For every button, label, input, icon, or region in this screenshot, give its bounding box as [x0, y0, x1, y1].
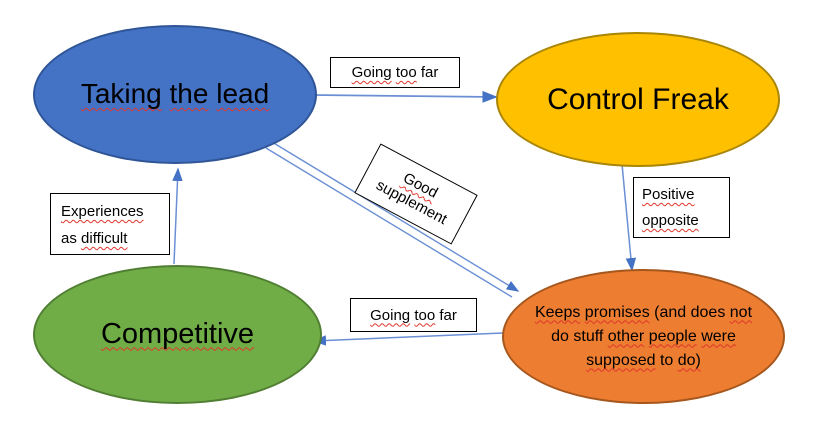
edge-label-going-too-far-top: Going too far: [330, 57, 460, 88]
arrow-control-freak-to-keeps-promises: [621, 163, 637, 272]
node-competitive: Competitive: [33, 265, 322, 404]
misspelled-word: were: [701, 327, 736, 345]
text-segment: far: [435, 306, 457, 324]
text-segment: Control Freak: [547, 83, 729, 116]
misspelled-word: lead: [216, 78, 270, 110]
misspelled-word: difficult: [81, 230, 128, 247]
experiences-line-2: as difficult: [61, 225, 169, 252]
misspelled-word: too: [395, 64, 417, 81]
node-competitive-label: Competitive: [100, 317, 255, 351]
text-segment: [162, 78, 170, 109]
node-control-freak-label: Control Freak: [547, 83, 729, 116]
misspelled-word: Going: [370, 306, 411, 324]
going-too-far-top-text: Going too far: [352, 64, 439, 81]
positive-opposite-line-1: Positive: [642, 182, 729, 208]
arrow-taking-lead-to-control-freak: [312, 90, 498, 103]
node-taking-the-lead: Taking the lead: [33, 25, 317, 164]
edge-label-going-too-far-bottom: Going too far: [350, 298, 477, 332]
misspelled-word: do): [677, 351, 701, 369]
arrow-good-supplement-secondary-line: [265, 147, 513, 298]
misspelled-word: Positive: [642, 186, 695, 203]
keeps-promises-line-1: Keeps promises (and does not: [513, 301, 775, 325]
arrow-taking-lead-to-keeps-promises: [271, 141, 520, 292]
text-segment: do stuff: [551, 327, 608, 345]
misspelled-word: too: [414, 306, 436, 324]
misspelled-word: Keeps: [534, 303, 581, 321]
experiences-line-1: Experiences: [61, 198, 169, 225]
misspelled-word: opposite: [642, 212, 699, 229]
edge-label-experiences-as-difficult: Experiences as difficult: [50, 193, 170, 255]
misspelled-word: supposed: [586, 351, 656, 369]
node-keeps-promises: Keeps promises (and does not do stuff ot…: [502, 269, 785, 404]
keeps-promises-line-2: do stuff other people were: [513, 325, 775, 349]
text-segment: as: [61, 230, 82, 247]
keeps-promises-line-3: supposed to do): [513, 349, 775, 373]
misspelled-word: people: [648, 327, 697, 345]
positive-opposite-line-2: opposite: [642, 208, 729, 234]
text-segment: (and does: [649, 303, 730, 321]
misspelled-word: Going: [351, 64, 392, 81]
edge-label-positive-opposite: Positive opposite: [633, 177, 730, 238]
misspelled-word: not: [729, 303, 753, 321]
misspelled-word: other: [607, 327, 645, 345]
arrow-keeps-promises-to-competitive: [312, 332, 504, 346]
arrow-competitive-to-taking-lead: [172, 167, 183, 265]
text-segment: to: [655, 351, 678, 369]
text-segment: far: [416, 64, 439, 81]
going-too-far-bottom-text: Going too far: [370, 307, 457, 324]
misspelled-word: Experiences: [61, 203, 144, 220]
misspelled-word: the: [169, 78, 209, 110]
node-control-freak: Control Freak: [496, 32, 780, 167]
node-keeps-promises-label: Keeps promises (and does not do stuff ot…: [513, 301, 775, 373]
misspelled-word: Competitive: [100, 317, 255, 350]
misspelled-word: Taking: [80, 78, 162, 110]
node-taking-the-lead-label: Taking the lead: [80, 78, 270, 110]
misspelled-word: promises: [584, 303, 650, 321]
